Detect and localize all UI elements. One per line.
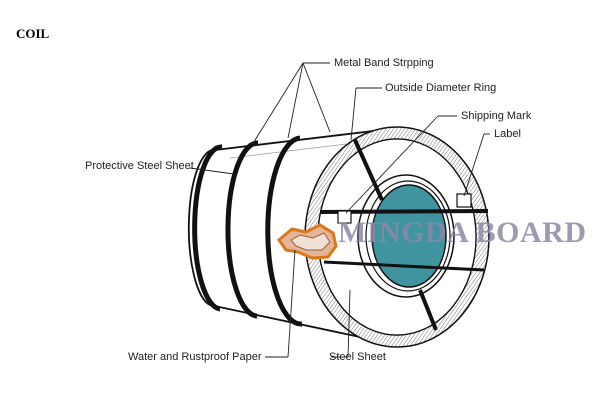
shipping-mark-box <box>337 210 352 224</box>
rustproof-paper-inner <box>290 232 331 251</box>
label-metal-band: Metal Band Strpping <box>334 57 434 69</box>
watermark: MINGDA BOARD <box>338 216 587 249</box>
callout-lines <box>189 62 490 358</box>
band-front-lower <box>418 289 438 331</box>
band-front-upper <box>353 139 384 201</box>
label-shipping-mark: Shipping Mark <box>461 110 532 122</box>
label-steel-sheet: Steel Sheet <box>329 351 386 363</box>
label-water-paper: Water and Rustproof Paper <box>128 351 262 363</box>
band-3 <box>265 135 303 327</box>
band-1 <box>192 144 223 312</box>
label-outside-ring: Outside Diameter Ring <box>385 82 497 94</box>
label-label: Label <box>494 128 521 140</box>
band-front-lower-horizontal <box>323 260 485 272</box>
inner-ring-mid <box>365 180 451 292</box>
band-2 <box>225 140 259 319</box>
inner-ring-outer <box>357 174 455 298</box>
label-protective-sheet: Protective Steel Sheet <box>85 160 194 172</box>
label-box <box>456 193 472 208</box>
page-title: COIL <box>16 26 50 41</box>
